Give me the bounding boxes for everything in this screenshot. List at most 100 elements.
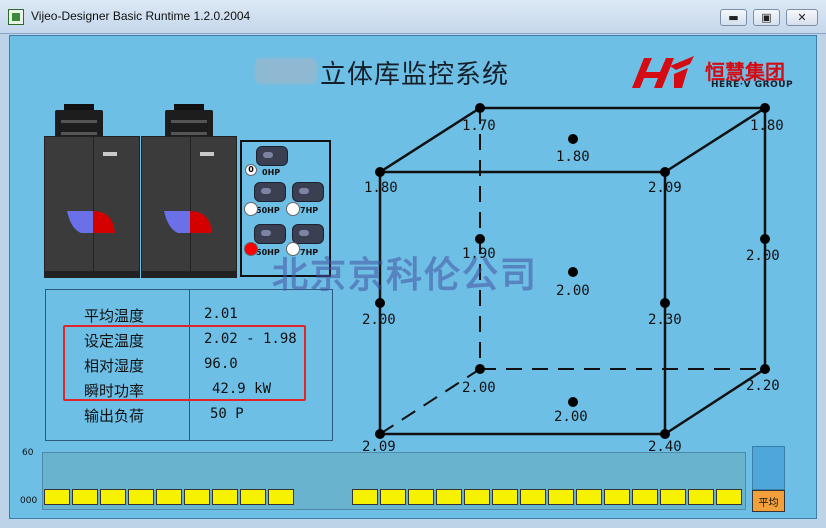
cube-point-value: 1.80 <box>750 118 784 134</box>
compressor-5-label: 7HP <box>300 248 319 257</box>
cube-point-value: 1.80 <box>556 149 590 165</box>
minimize-button[interactable]: ▬ <box>720 9 747 26</box>
load-cell <box>72 489 98 505</box>
bar-scale-top: 60 <box>22 448 34 458</box>
cube-point-value: 2.00 <box>462 380 496 396</box>
load-cell <box>156 489 182 505</box>
compressor-1-label: 0HP <box>262 168 281 177</box>
load-cells <box>42 489 746 507</box>
chamber-door-line <box>93 137 94 271</box>
window-titlebar: Vijeo-Designer Basic Runtime 1.2.0.2004 … <box>0 0 826 34</box>
load-cell <box>408 489 434 505</box>
cube-point-value: 2.09 <box>648 180 682 196</box>
compressor-5[interactable] <box>292 224 324 250</box>
table-divider <box>189 290 190 440</box>
compressor-4-label: 50HP <box>256 248 280 257</box>
cube-point-value: 1.80 <box>364 180 398 196</box>
compressor-5-indicator <box>286 242 300 256</box>
load-cell <box>352 489 378 505</box>
load-cell <box>604 489 630 505</box>
load-cell <box>240 489 266 505</box>
load-cell <box>492 489 518 505</box>
chamber-badge <box>103 152 117 156</box>
humidity-value: 96.0 <box>204 356 238 372</box>
output-load-label: 输出负荷 <box>84 407 145 425</box>
cube-point-value: 1.90 <box>462 246 496 262</box>
chamber-indicator-icon <box>67 211 115 233</box>
load-cell <box>128 489 154 505</box>
compressor-icon <box>254 224 286 244</box>
humidity-label: 相对湿度 <box>84 357 145 375</box>
watermark-text: 北京京科伦公司 <box>272 255 539 296</box>
chamber-base <box>141 272 237 278</box>
compressor-3[interactable] <box>292 182 324 208</box>
maximize-button[interactable]: ▣ <box>753 9 780 26</box>
window-title: Vijeo-Designer Basic Runtime 1.2.0.2004 <box>31 9 251 23</box>
system-title: 立体库监控系统 <box>320 60 510 90</box>
compressor-icon <box>254 182 286 202</box>
compressor-4-indicator <box>244 242 258 256</box>
output-load-value: 50 P <box>210 406 244 422</box>
compressor-icon <box>256 146 288 166</box>
set-temp-label: 设定温度 <box>84 332 145 350</box>
load-cell <box>688 489 714 505</box>
cube-point-value: 2.20 <box>746 378 780 394</box>
compressor-icon <box>292 182 324 202</box>
load-cell <box>632 489 658 505</box>
chamber-door-line <box>190 137 191 271</box>
avg-temp-value: 2.01 <box>204 306 238 322</box>
redacted-region <box>255 58 317 84</box>
set-temp-value: 2.02 - 1.98 <box>204 331 297 347</box>
app-icon <box>8 9 24 25</box>
company-logo-icon <box>632 56 694 88</box>
logo-chinese-text: 恒慧集团 <box>705 60 785 84</box>
compressor-1-indicator: 0 <box>245 164 257 176</box>
warehouse-cube-diagram <box>375 103 770 439</box>
cube-point-value: 2.00 <box>556 283 590 299</box>
load-cell <box>380 489 406 505</box>
chamber-base <box>44 272 140 278</box>
compressor-panel: 0HP 0 50HP 7HP 50HP 7HP <box>240 140 331 277</box>
chamber-badge <box>200 152 214 156</box>
load-cell <box>464 489 490 505</box>
power-value: 42.9 kW <box>212 381 272 397</box>
load-cell <box>660 489 686 505</box>
compressor-1[interactable] <box>256 146 288 172</box>
cube-point-value: 2.30 <box>648 312 682 328</box>
load-cell <box>268 489 294 505</box>
cold-chamber-2[interactable] <box>141 136 237 272</box>
fan-cap <box>174 104 204 114</box>
cube-point-value: 2.00 <box>746 248 780 264</box>
highlight-box <box>63 325 306 401</box>
load-cell <box>44 489 70 505</box>
cube-point-value: 2.09 <box>362 439 396 455</box>
cube-point-value: 1.70 <box>462 118 496 134</box>
cold-chamber-1[interactable] <box>44 136 140 272</box>
fan-cap <box>64 104 94 114</box>
cube-point-value: 2.00 <box>554 409 588 425</box>
load-cell <box>576 489 602 505</box>
compressor-3-indicator <box>286 202 300 216</box>
compressor-3-label: 7HP <box>300 206 319 215</box>
compressor-4[interactable] <box>254 224 286 250</box>
load-cell <box>520 489 546 505</box>
info-table: 平均温度 2.01 设定温度 2.02 - 1.98 相对湿度 96.0 瞬时功… <box>45 289 333 441</box>
load-cell <box>716 489 742 505</box>
load-cell <box>212 489 238 505</box>
compressor-2-label: 50HP <box>256 206 280 215</box>
cube-point-value: 2.00 <box>362 312 396 328</box>
average-label: 平均 <box>752 490 785 512</box>
power-label: 瞬时功率 <box>84 382 145 400</box>
chamber-indicator-icon <box>164 211 212 233</box>
load-cell <box>100 489 126 505</box>
bar-scale-bottom: 000 <box>20 496 38 506</box>
average-column <box>752 446 785 490</box>
close-button[interactable]: ✕ <box>786 9 818 26</box>
load-cell <box>184 489 210 505</box>
compressor-icon <box>292 224 324 244</box>
cube-point-value: 2.40 <box>648 439 682 455</box>
avg-temp-label: 平均温度 <box>84 307 145 325</box>
compressor-2[interactable] <box>254 182 286 208</box>
hmi-screen: 立体库监控系统 恒慧集团 HERE·V GROUP 0HP 0 50HP <box>9 35 817 519</box>
logo-english-text: HERE·V GROUP <box>711 80 794 90</box>
